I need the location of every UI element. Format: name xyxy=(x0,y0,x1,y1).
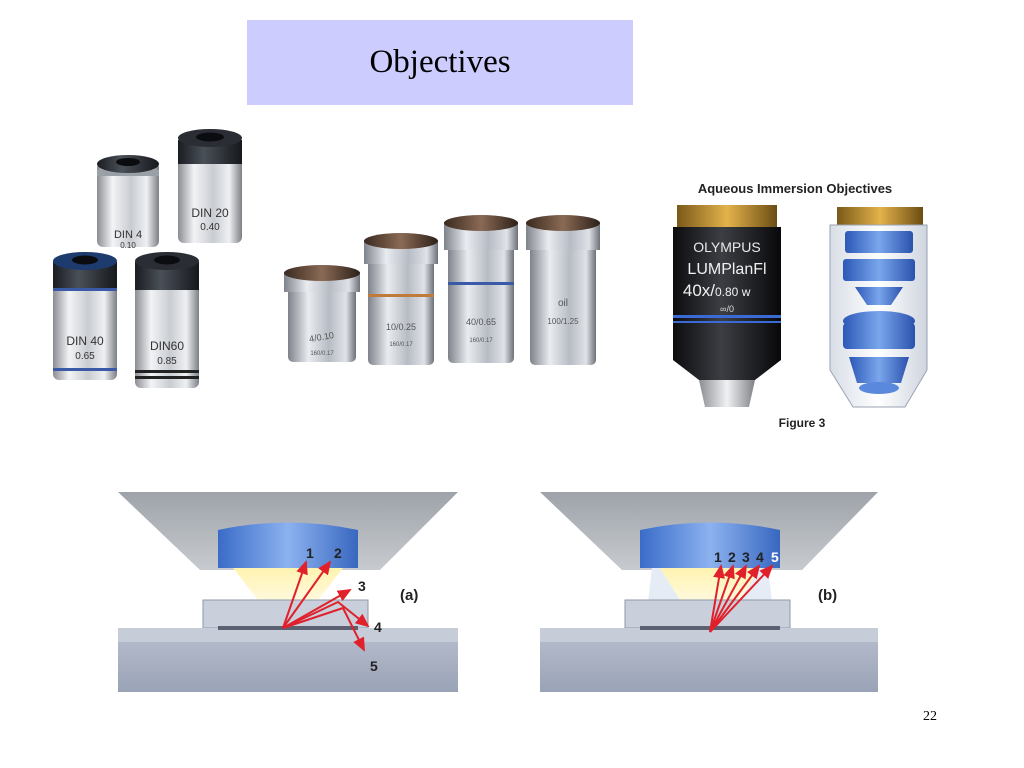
rays-a xyxy=(282,560,370,652)
obj4x-sub: 160/0.17 xyxy=(310,351,334,357)
objective-100x-oil: oil 100/1.25 xyxy=(526,215,600,365)
obj40x-sub: 160/0.17 xyxy=(469,338,493,344)
ray-a-1: 1 xyxy=(306,545,314,561)
obj40x-label: 40/0.65 xyxy=(466,317,496,327)
objective-10x: 10/0.25 160/0.17 xyxy=(364,233,438,365)
obj10x-sub: 160/0.17 xyxy=(389,342,413,348)
objective-lineup-photo: 4/0.10 160/0.17 10/0.25 160/0.17 40/0.65… xyxy=(284,215,600,365)
ray-a-4: 4 xyxy=(374,619,382,635)
slide-title-box: Objectives xyxy=(247,20,633,105)
aqueous-immersion-figure: Aqueous Immersion Objectives OLYMPUS LUM… xyxy=(673,181,928,430)
page-number: 22 xyxy=(923,709,937,724)
diagram-b-label: (b) xyxy=(818,587,837,604)
objective-40x: 40/0.65 160/0.17 xyxy=(444,215,518,363)
figure-caption: Figure 3 xyxy=(779,416,826,430)
ray-a-5: 5 xyxy=(370,658,378,674)
din4-label: DIN 4 xyxy=(114,229,142,241)
din40-na: 0.65 xyxy=(75,351,95,362)
din60-label: DIN60 xyxy=(150,339,184,353)
obj100x-oil: oil xyxy=(558,298,568,309)
ray-a-3: 3 xyxy=(358,578,366,594)
din20-na: 0.40 xyxy=(200,222,220,233)
ray-b-3: 3 xyxy=(742,549,750,565)
din40-objective: DIN 40 0.65 xyxy=(53,252,117,380)
din-objectives-photo: DIN 4 0.10 DIN 20 0.40 DIN 40 0.65 DIN60… xyxy=(53,129,242,388)
obj100x-label: 100/1.25 xyxy=(547,317,579,326)
din4-objective: DIN 4 0.10 xyxy=(97,155,159,250)
obj10x-label: 10/0.25 xyxy=(386,322,416,332)
ray-b-1: 1 xyxy=(714,549,722,565)
ray-b-2: 2 xyxy=(728,549,736,565)
diagram-a: 1 2 3 4 5 (a) xyxy=(118,492,458,692)
olympus-brand: OLYMPUS xyxy=(693,239,760,255)
din40-label: DIN 40 xyxy=(66,334,104,348)
diagram-b: 1 2 3 4 5 (b) xyxy=(540,492,878,692)
din20-label: DIN 20 xyxy=(191,206,229,220)
din20-objective: DIN 20 0.40 xyxy=(178,129,242,243)
olympus-inf: ∞/0 xyxy=(720,304,734,314)
din4-na: 0.10 xyxy=(120,241,136,250)
diagram-a-label: (a) xyxy=(400,587,418,604)
olympus-na: 0.80 w xyxy=(715,285,751,299)
olympus-model: LUMPlanFl xyxy=(687,261,766,278)
din60-na: 0.85 xyxy=(157,356,177,367)
objective-4x: 4/0.10 160/0.17 xyxy=(284,265,360,362)
cutaway-objective xyxy=(829,207,928,408)
obj4x-label: 4/0.10 xyxy=(308,330,334,344)
olympus-mag: 40x/ xyxy=(683,281,715,300)
din60-objective: DIN60 0.85 xyxy=(135,252,199,388)
ray-b-4: 4 xyxy=(756,549,764,565)
ray-b-5: 5 xyxy=(771,549,779,565)
rays-b xyxy=(709,564,774,633)
aqueous-heading: Aqueous Immersion Objectives xyxy=(698,181,892,196)
slide-title: Objectives xyxy=(369,44,511,80)
ray-a-2: 2 xyxy=(334,545,342,561)
olympus-objective: OLYMPUS LUMPlanFl 40x/ 0.80 w ∞/0 xyxy=(673,205,781,407)
